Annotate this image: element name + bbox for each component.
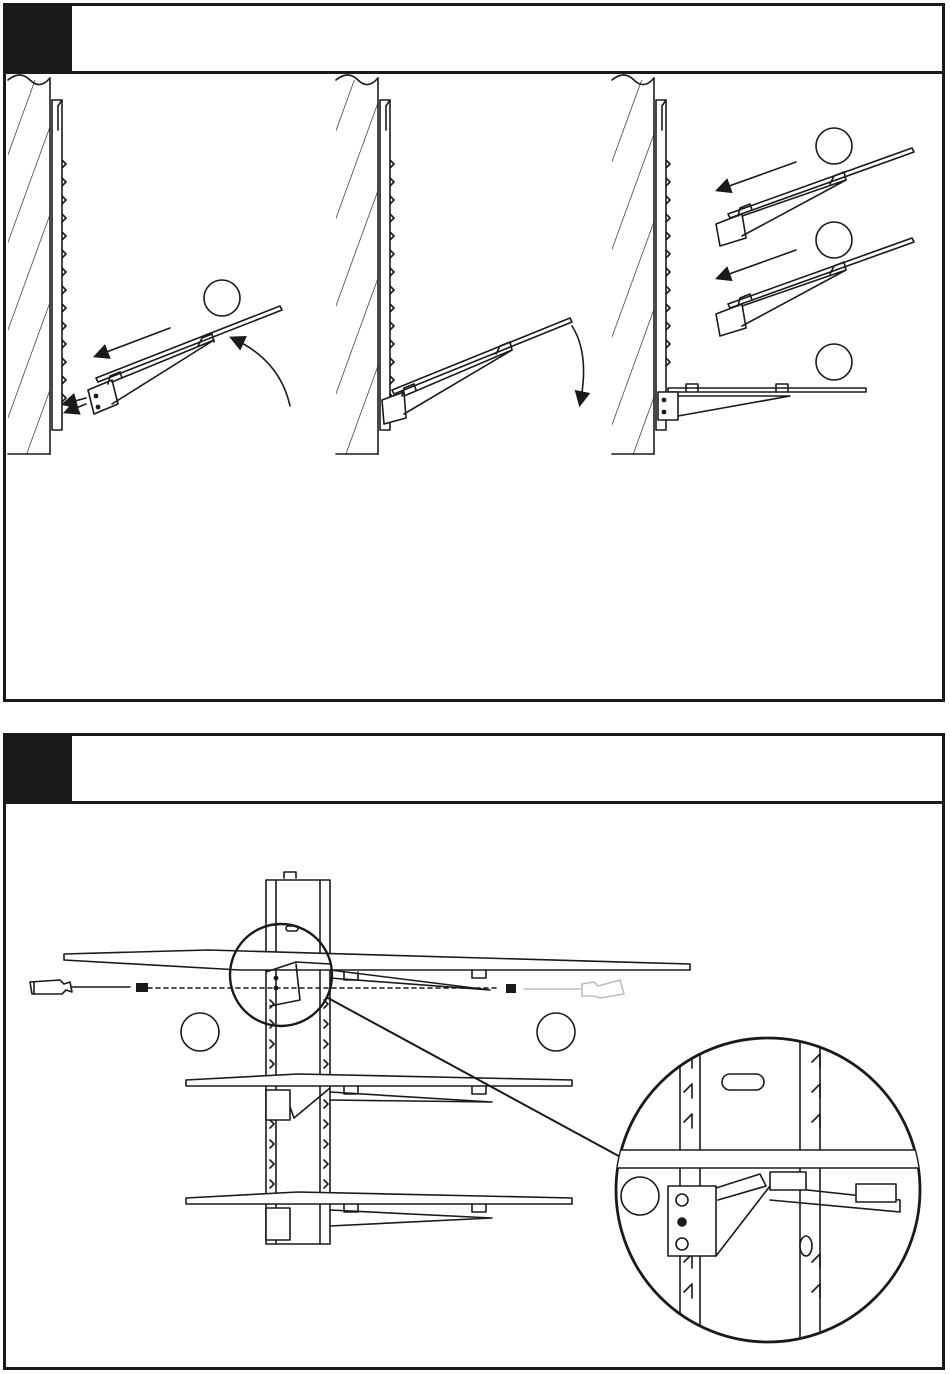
- lower-arrow-icon: [572, 326, 584, 404]
- push-arrow-icon: [96, 328, 170, 356]
- callout-circle: [621, 1177, 659, 1215]
- glass-shelf-middle: [186, 1074, 572, 1120]
- figure-2-lower-shelf: [336, 75, 584, 454]
- wall-rail-2: [380, 100, 394, 430]
- set-screw-icon: [506, 984, 516, 993]
- callout-circle: [816, 128, 852, 164]
- set-screw-icon: [136, 983, 148, 992]
- figure-3-remaining-shelves: [612, 75, 914, 454]
- wall-rail-3: [656, 100, 670, 430]
- glass-shelf-bottom: [186, 1192, 572, 1240]
- callout-circle: [816, 222, 852, 258]
- hook-arrow-icon: [64, 398, 86, 404]
- callout-circle: [537, 1013, 575, 1051]
- wall-rail-1: [52, 100, 66, 430]
- screwdriver-icon: [30, 980, 130, 994]
- slide-arrow-icon: [718, 162, 796, 190]
- wall-section-3: [612, 75, 654, 454]
- detail-view: [600, 1030, 940, 1360]
- shelf-unit-assembly: [64, 872, 690, 1244]
- shelf-with-bracket-hooked: [382, 318, 572, 424]
- callout-circle: [816, 344, 852, 380]
- callout-circle: [181, 1013, 219, 1051]
- callout-circle: [204, 280, 240, 316]
- slide-arrow-icon: [718, 250, 796, 278]
- glass-shelf-top: [64, 950, 690, 1006]
- shelf-installed: [658, 384, 866, 420]
- shelf-middle: [716, 238, 914, 336]
- screwdriver-icon: [524, 980, 624, 998]
- figure-1-hook-bracket: [8, 75, 290, 454]
- hook-arrow-icon: [66, 404, 86, 412]
- shelf-with-bracket-tilted: [88, 306, 282, 414]
- shelf-upper: [716, 148, 914, 246]
- wall-section-2: [336, 75, 378, 454]
- wall-section-1: [8, 75, 50, 454]
- rotate-arrow-icon: [232, 338, 290, 406]
